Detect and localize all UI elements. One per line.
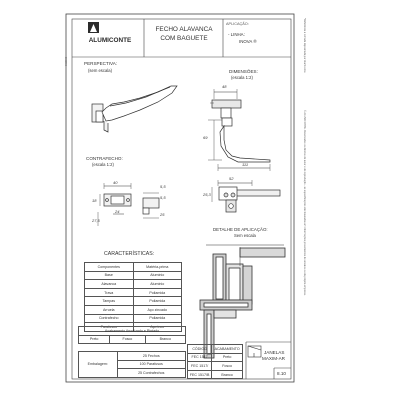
dimension-label: 25	[160, 212, 165, 217]
table-row: 25 Contrafechos	[79, 368, 187, 378]
dimension-label: 40	[113, 180, 118, 185]
application-label: APLICAÇÃO:	[226, 22, 249, 26]
dimensions-title: DIMENSÕES:	[229, 69, 258, 74]
outer-border	[65, 13, 295, 383]
table-cell: Aço zincado	[132, 304, 182, 315]
dimension-label: 18	[92, 198, 97, 203]
dimensions-side-drawing	[208, 117, 271, 171]
dimension-label: 24	[115, 209, 120, 214]
dimension-label: 25,3	[203, 192, 211, 197]
side-note-left: 00/2000	[65, 56, 68, 66]
table-cell: Tampas	[84, 296, 134, 306]
dimension-label: 111	[242, 162, 249, 167]
dimensions-subtitle: (escala 1:2)	[231, 75, 253, 80]
dimension-label: 52	[229, 176, 234, 181]
dimension-label: 48	[222, 84, 227, 89]
table-cell: FEC 1517	[186, 352, 213, 363]
window-maxim-ar-icon	[247, 345, 262, 358]
table-cell: FEC 1517/B	[186, 369, 213, 380]
packaging-label: Embalagem:	[78, 351, 118, 378]
finish-title: Acabamento Anodizado e Pintado	[78, 326, 186, 336]
packaging-item: 25 Contrafechos	[116, 368, 187, 378]
dimension-label: 69	[203, 135, 208, 140]
table-cell: Branco	[211, 369, 243, 380]
table-header-row: Acabamento Anodizado e Pintado	[78, 326, 186, 336]
strike-title: CONTRAFECHO:	[86, 156, 123, 161]
table-header-row: CÓDIGO ACABAMENTO	[186, 344, 243, 354]
table-cell: Poliamida	[132, 296, 182, 306]
packaging-item: 100 Parafusos	[116, 359, 187, 370]
product-title-line2: COM BAGUETE	[160, 35, 208, 42]
table-cell: Contrafecho	[84, 313, 134, 324]
table-header-cell: CÓDIGO	[186, 344, 213, 354]
application-detail-title: DETALHE DE APLICAÇÃO:	[213, 227, 268, 232]
table-header-cell: Matéria-prima	[132, 262, 182, 272]
strike-side-drawing	[142, 192, 160, 219]
table-cell: Poliamida	[132, 313, 182, 324]
perspective-subtitle: (sem escala)	[88, 68, 112, 73]
finish-option: Preto	[77, 334, 111, 345]
perspective-handle-drawing	[91, 85, 178, 133]
category-line1: JANELAS	[264, 350, 285, 355]
table-row: Embalagem: 25 Fechos	[78, 351, 187, 378]
table-cell: Poliamida	[132, 287, 182, 298]
finish-option: Fosco	[109, 334, 146, 345]
table-header-cell: ACABAMENTO	[211, 344, 243, 354]
table-cell: Alavanca	[84, 279, 134, 289]
table-row: Preto Fosco Branco	[77, 334, 187, 345]
page-number: 8.10	[277, 371, 286, 376]
inner-border	[71, 18, 292, 380]
table-cell: Base	[84, 270, 134, 281]
packaging-table: Embalagem: 25 Fechos 100 Parafusos 25 Co…	[78, 351, 187, 378]
dimensions-bottom-drawing	[211, 180, 281, 213]
application-line: - LINHA:	[228, 32, 245, 37]
perspective-title: PERSPECTIVA:	[84, 61, 118, 66]
table-cell: Alumínio	[132, 270, 182, 281]
logo-mark-icon	[88, 22, 99, 33]
side-note-right-top: *Referência a tomada depositada por Alum…	[303, 18, 306, 74]
application-line-model: INOVA ®	[239, 39, 257, 44]
characteristics-title: CARACTERÍSTICAS:	[104, 251, 155, 257]
category-line2: MAXIM-AR	[262, 356, 285, 361]
table-header-row: Componentes Matéria-prima	[84, 262, 182, 272]
finish-option: Branco	[144, 334, 187, 345]
table-cell: FEC 1517/	[186, 361, 213, 371]
application-detail-subtitle: Sem escala	[234, 233, 256, 238]
table-cell: Trava	[84, 287, 134, 298]
table-row: FEC 1517/Fosco	[186, 361, 243, 371]
packaging-item: 25 Fechos	[116, 351, 187, 361]
application-detail-drawing	[199, 244, 286, 359]
table-cell: Preto	[211, 352, 243, 363]
product-title-line1: FECHO ALAVANCA	[155, 26, 213, 33]
table-header-cell: Componentes	[84, 262, 134, 272]
side-note-right-bottom: © ALUMICONTE. Reservados os direitos de …	[303, 110, 306, 296]
dimension-label: 5,5	[160, 195, 166, 200]
strike-top-drawing	[97, 183, 132, 226]
dimension-label: 27,5	[92, 218, 100, 223]
strike-subtitle: (escala 1:2)	[92, 162, 114, 167]
dimensions-plan-drawing	[210, 89, 242, 119]
finish-table: Acabamento Anodizado e Pintado Preto Fos…	[77, 326, 187, 345]
table-cell: Alumínio	[132, 279, 182, 289]
table-cell: Fosco	[211, 361, 243, 371]
table-cell: Arruela	[84, 304, 134, 315]
dimension-label: 5,5	[160, 184, 166, 189]
brand-logo-text: ALUMICONTE	[88, 37, 132, 44]
